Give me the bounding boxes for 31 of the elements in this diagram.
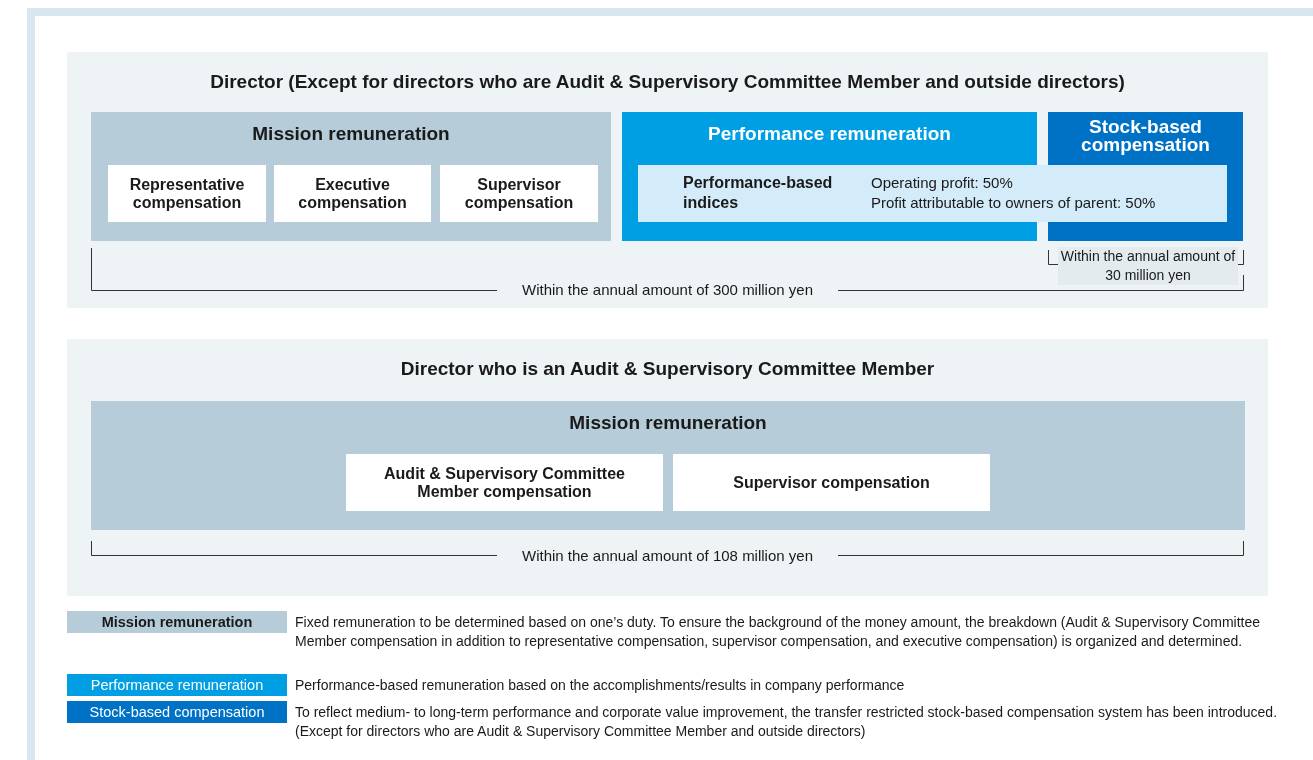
category-title: Stock-based compensation [1080,118,1211,154]
indices-box [638,165,1227,222]
category-title: Mission remuneration [568,414,768,432]
legend-description: Performance-based remuneration based on the accomplishments/results in company performance [295,676,906,695]
category-title: Mission remuneration [251,125,451,143]
compensation-box [108,165,266,222]
section-panel [67,52,1268,308]
legend-swatch: Stock-based compensation [67,701,287,723]
indices-heading: Performance-based indices [683,173,834,213]
section-title: Director who is an Audit & Supervisory Committee Member [399,358,936,380]
category-box [91,112,611,241]
category-title: Performance remuneration [707,125,952,143]
legend-swatch: Performance remuneration [67,674,287,696]
compensation-label: Representative compensation [128,175,246,212]
compensation-label: Supervisor compensation [732,473,931,492]
legend-swatch: Mission remuneration [67,611,287,633]
compensation-box [274,165,431,222]
legend-description: To reflect medium- to long-term performance and corporate value improvement, the transfer restricted stock-based compensation system has been introduced. (Except for directors who are Audit & Supervisory Committee Member and outside directors) [295,703,1279,741]
compensation-box [673,454,990,511]
index-weight: Profit attributable to owners of parent: 50% [871,193,1157,213]
index-weight: Operating profit: 50% [871,173,1014,193]
category-box [91,401,1245,530]
compensation-box [346,454,663,511]
compensation-label: Audit & Supervisory Committee Member compensation [383,464,626,501]
section-panel [67,339,1268,596]
compensation-box [440,165,598,222]
amount-limit-label: Within the annual amount of 30 million yen [1058,247,1238,285]
compensation-label: Executive compensation [297,175,408,212]
section-title: Director (Except for directors who are Audit & Supervisory Committee Member and outside directors) [209,71,1126,93]
compensation-label: Supervisor compensation [463,175,575,212]
legend-description: Fixed remuneration to be determined based on one’s duty. To ensure the background of the money amount, the breakdown (Audit & Supervisory Committee Member compensation in addition to representative compensation, supervisor compensation, and executive compensation) is organized and determined. [295,613,1261,651]
